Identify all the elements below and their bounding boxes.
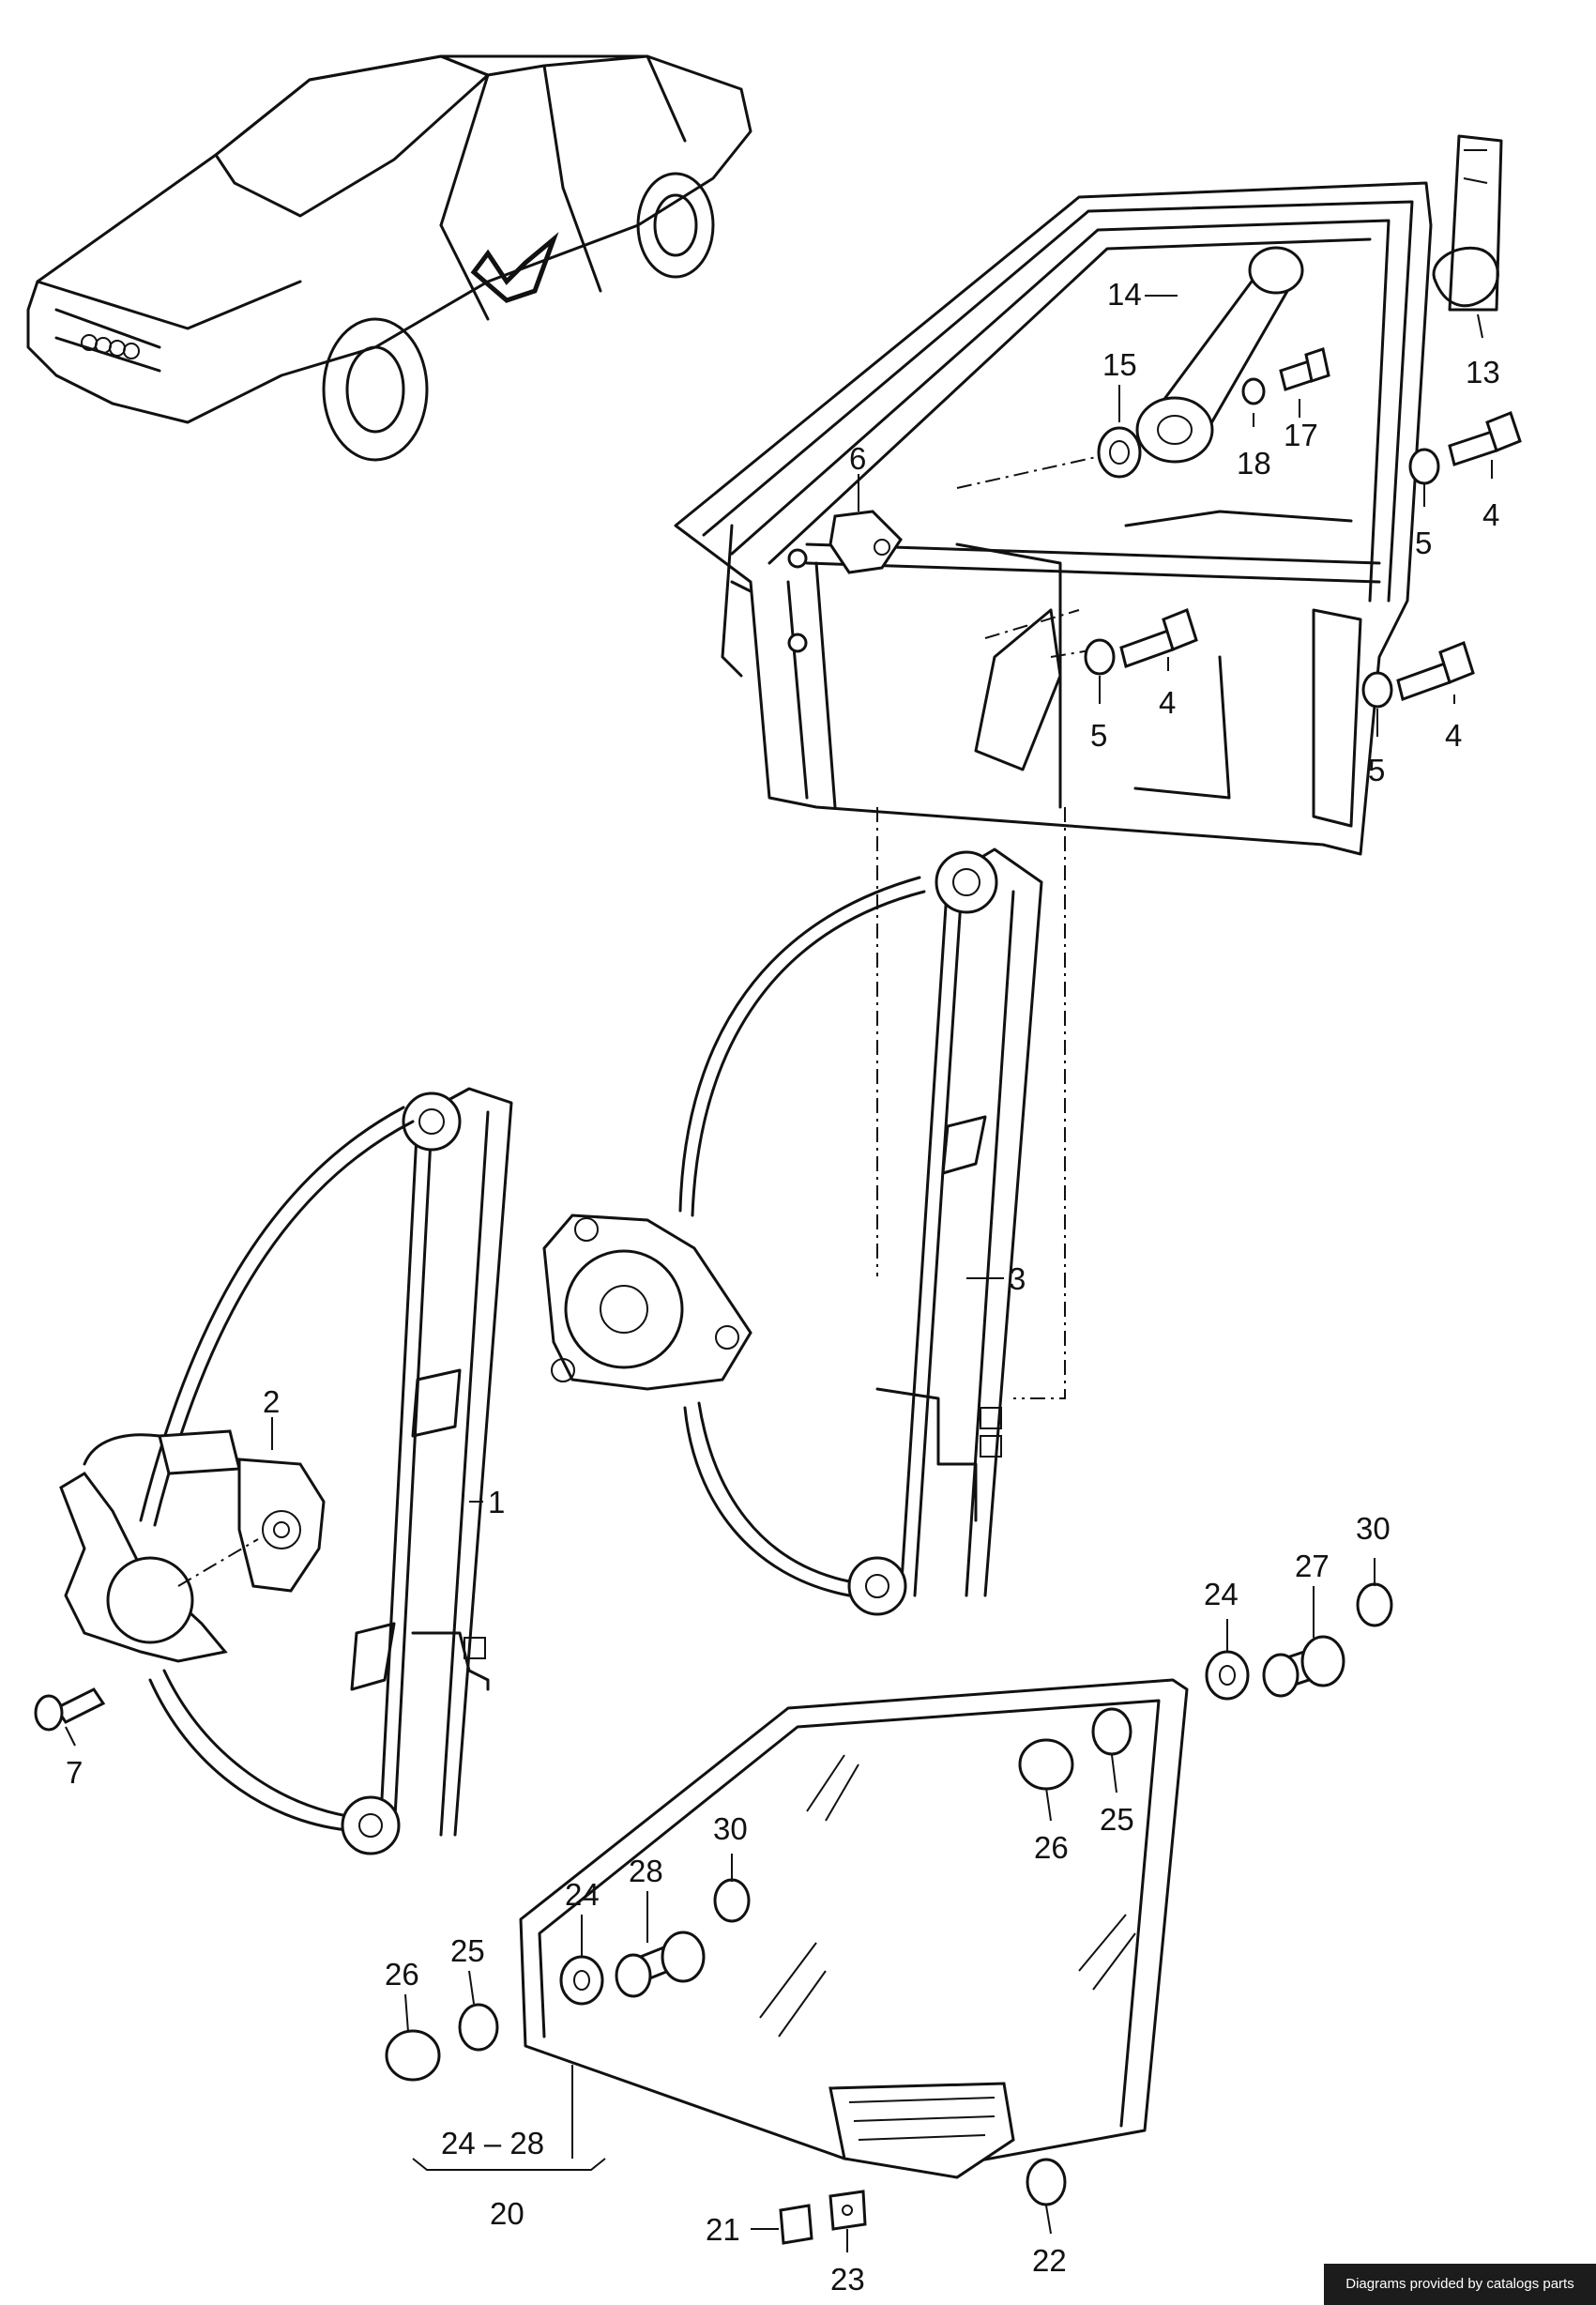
callout-21: 21 [706, 2212, 740, 2247]
callout-24-upper: 24 [1204, 1577, 1239, 1611]
car-illustration [26, 54, 752, 462]
callout-26-lower: 26 [385, 1957, 419, 1992]
part-13-bracket [1432, 134, 1503, 312]
callout-5-upper: 5 [1415, 526, 1432, 560]
callout-28: 28 [629, 1854, 663, 1888]
part-26-cap-lower [385, 2029, 441, 2082]
part-24-clip-upper [1205, 1650, 1250, 1701]
washer-5-upper [1408, 448, 1440, 485]
part-27-bushing-upper [1262, 1635, 1345, 1698]
part-14-crank-handle [1135, 246, 1304, 464]
callouts: 1 2 3 4 4 4 5 5 5 6 7 13 14 15 17 18 20 … [66, 277, 1500, 2297]
part-18-washer [1241, 377, 1266, 405]
part-21-clip [779, 2204, 813, 2245]
leader-lines [65, 295, 1493, 2252]
callout-1: 1 [488, 1485, 505, 1519]
part-25-washer-lower [458, 2003, 499, 2052]
part-24-clip-lower [559, 1955, 604, 2006]
callout-4-middle: 4 [1159, 685, 1176, 720]
part-15-ring [1097, 426, 1142, 479]
part-25-washer-upper [1091, 1707, 1132, 1756]
callout-23: 23 [830, 2262, 865, 2297]
part-26-cap-upper [1018, 1738, 1074, 1791]
part-23-plate [828, 2190, 867, 2231]
callout-22: 22 [1032, 2243, 1067, 2278]
callout-5-lower: 5 [1368, 753, 1385, 787]
callout-20: 20 [490, 2196, 524, 2231]
door-frame-assembly [674, 181, 1433, 1399]
part-30-nut-upper [1356, 1582, 1393, 1627]
callout-14: 14 [1107, 277, 1142, 312]
callout-24-28: 24 – 28 [441, 2126, 544, 2160]
callout-25-lower: 25 [450, 1933, 485, 1968]
callout-3: 3 [1009, 1261, 1026, 1296]
callout-4-upper: 4 [1482, 497, 1499, 532]
bolt-4-middle [1119, 608, 1198, 668]
part-2-motor [177, 1521, 290, 1587]
part-28-bushing-lower [615, 1931, 706, 1998]
callout-2: 2 [263, 1384, 280, 1419]
washer-5-lower [1361, 671, 1393, 709]
part-30-nut-lower [713, 1878, 751, 1923]
callout-27: 27 [1295, 1549, 1330, 1583]
callout-30-upper: 30 [1356, 1511, 1391, 1546]
callout-4-lower: 4 [1445, 718, 1462, 753]
callout-24-lower: 24 [565, 1877, 600, 1912]
callout-13: 13 [1466, 355, 1500, 389]
window-glass [519, 1678, 1189, 2179]
callout-25-upper: 25 [1100, 1802, 1134, 1837]
callout-7: 7 [66, 1755, 83, 1790]
callout-30-lower: 30 [713, 1811, 748, 1846]
callout-15: 15 [1102, 347, 1137, 382]
callout-17: 17 [1284, 418, 1318, 452]
callout-5-middle: 5 [1090, 718, 1107, 753]
diagram-credit-badge: Diagrams provided by catalogs parts [1324, 2264, 1596, 2305]
part-7-screw [34, 1687, 106, 1732]
callout-26-upper: 26 [1034, 1830, 1069, 1865]
bolt-4-upper [1448, 411, 1522, 466]
callout-6: 6 [849, 441, 866, 476]
part-6-clip [828, 510, 903, 574]
callout-18: 18 [1237, 446, 1271, 481]
part-17-screw [1279, 347, 1330, 391]
part-3-manual-regulator [542, 847, 1043, 1616]
bolt-4-lower [1396, 641, 1475, 701]
washer-5-middle [1084, 638, 1116, 676]
part-1-electric-regulator [59, 1087, 513, 1855]
part-22-clip [1026, 2158, 1067, 2206]
